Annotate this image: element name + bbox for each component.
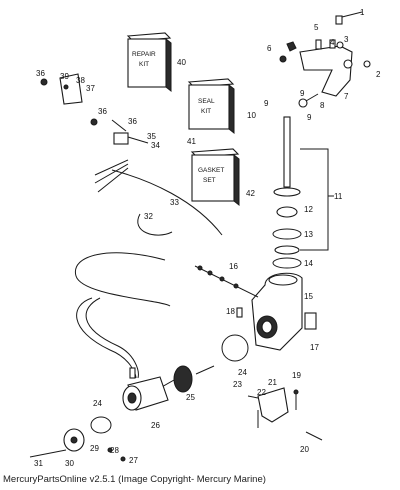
wiring-harness [74, 159, 223, 379]
seal-kit-box[interactable]: SEAL KIT [187, 78, 235, 135]
svg-text:REPAIR: REPAIR [132, 51, 156, 58]
callout-10: 10 [247, 111, 256, 120]
switch-assembly [111, 119, 149, 145]
callout-30: 30 [65, 459, 74, 468]
svg-text:KIT: KIT [139, 61, 149, 68]
callout-32: 32 [144, 212, 153, 221]
callout-34: 34 [151, 141, 160, 150]
callout-39: 39 [60, 72, 69, 81]
callout-9a: 9 [264, 99, 269, 108]
callout-24a: 24 [238, 368, 247, 377]
callout-21: 21 [268, 378, 277, 387]
callout-labels: 1 2 3 4 5 6 7 8 9 9 9 10 11 12 13 14 15 … [34, 8, 381, 468]
repair-kit-box[interactable]: REPAIR KIT [126, 32, 172, 93]
terminal-block [40, 73, 98, 126]
mounting-bracket [279, 11, 371, 108]
callout-40: 40 [177, 58, 186, 67]
svg-text:KIT: KIT [201, 108, 211, 115]
svg-text:SEAL: SEAL [198, 98, 215, 105]
svg-text:GASKET: GASKET [198, 167, 224, 174]
svg-text:SET: SET [203, 177, 216, 184]
callout-17: 17 [310, 343, 319, 352]
pump-housing [251, 272, 303, 351]
callout-25: 25 [186, 393, 195, 402]
callout-35: 35 [147, 132, 156, 141]
callout-31: 31 [34, 459, 43, 468]
callout-6: 6 [267, 44, 272, 53]
callout-5: 5 [314, 23, 319, 32]
callout-36c: 36 [128, 117, 137, 126]
callout-36b: 36 [98, 107, 107, 116]
callout-26: 26 [151, 421, 160, 430]
callout-27: 27 [129, 456, 138, 465]
fitting-line [194, 265, 259, 298]
callout-9b: 9 [307, 113, 312, 122]
gasket-ring-upper [221, 334, 249, 362]
copyright-footer: MercuryPartsOnline v2.5.1 (Image Copyrig… [3, 474, 266, 485]
plate [304, 312, 317, 330]
callout-37: 37 [86, 84, 95, 93]
callout-11: 11 [334, 192, 343, 201]
motor [122, 376, 169, 411]
callout-7: 7 [344, 92, 349, 101]
steering-shaft-stack [272, 116, 334, 269]
callout-9c: 9 [300, 89, 305, 98]
callout-42: 42 [246, 189, 255, 198]
callout-16: 16 [229, 262, 238, 271]
callout-24b: 24 [93, 399, 102, 408]
lower-bracket [247, 387, 323, 441]
callout-28: 28 [110, 446, 119, 455]
callout-20: 20 [300, 445, 309, 454]
callout-3: 3 [344, 35, 349, 44]
callout-15: 15 [304, 292, 313, 301]
callout-1: 1 [360, 8, 365, 17]
callout-18: 18 [226, 307, 235, 316]
callout-13: 13 [304, 230, 313, 239]
exploded-parts-diagram: REPAIR KIT SEAL KIT GASKET SET [29, 8, 381, 468]
callout-2: 2 [376, 70, 381, 79]
callout-4: 4 [330, 38, 335, 47]
callout-12: 12 [304, 205, 313, 214]
callout-8: 8 [320, 101, 325, 110]
callout-33: 33 [170, 198, 179, 207]
callout-36a: 36 [36, 69, 45, 78]
callout-19: 19 [292, 371, 301, 380]
callout-29: 29 [90, 444, 99, 453]
gasket-set-box[interactable]: GASKET SET [190, 148, 240, 207]
callout-23: 23 [233, 380, 242, 389]
callout-38: 38 [76, 76, 85, 85]
callout-22: 22 [257, 388, 266, 397]
bolt-18 [236, 307, 243, 318]
callout-41: 41 [187, 137, 196, 146]
callout-14: 14 [304, 259, 313, 268]
end-cap-assembly [29, 416, 126, 462]
